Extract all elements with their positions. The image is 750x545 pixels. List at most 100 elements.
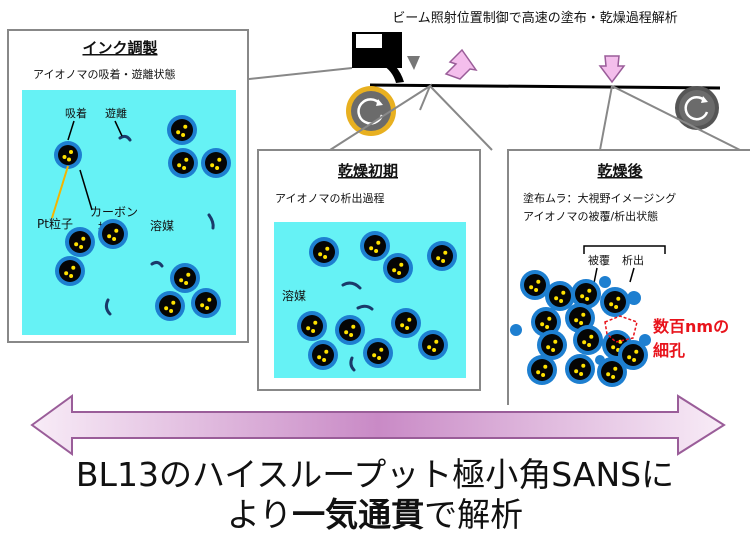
- ionomer-blob: [639, 334, 651, 346]
- panel-ink-subtitle: アイオノマの吸着・遊離状態: [33, 67, 175, 81]
- pt-dot: [179, 278, 184, 283]
- pt-dot: [405, 325, 410, 330]
- pt-dot: [311, 328, 316, 333]
- pore-label-1: 数百nmの: [653, 317, 729, 336]
- label-coating: 被覆: [588, 254, 610, 267]
- coating-bracket: [583, 245, 666, 254]
- pt-dot: [169, 308, 174, 313]
- pt-dot: [81, 236, 86, 241]
- carbon-particle: [54, 141, 82, 169]
- pt-dot: [200, 303, 205, 308]
- pt-dot: [205, 305, 210, 310]
- pt-dot: [324, 349, 329, 354]
- pt-dot: [344, 330, 349, 335]
- pt-dot: [587, 288, 592, 293]
- ionomer-blob: [627, 291, 641, 305]
- pt-dot: [306, 326, 311, 331]
- pt-dot: [217, 157, 222, 162]
- panel-ink-preparation: インク調製 アイオノマの吸着・遊離状態 吸着 遊離 Pt粒子 カーボン 担体 溶…: [7, 29, 249, 343]
- ionomer-strand: [349, 356, 356, 372]
- carbon-particle: [391, 308, 421, 338]
- pt-dot: [574, 369, 579, 374]
- pt-dot: [436, 256, 441, 261]
- carbon-particle: [168, 148, 198, 178]
- pt-dot: [582, 340, 587, 345]
- pt-dot: [183, 124, 188, 129]
- label-solvent-early: 溶媒: [282, 288, 306, 303]
- carbon-particle: [418, 330, 448, 360]
- pt-dot: [69, 273, 74, 278]
- caption-line-2-bold: 一気通貫: [292, 495, 425, 534]
- ionomer-strand: [341, 281, 362, 290]
- pt-dot: [176, 130, 181, 135]
- pt-dot: [554, 296, 559, 301]
- carbon-particle: [573, 325, 603, 355]
- pore-marker: [604, 315, 638, 343]
- coater-head-icon: [352, 32, 420, 83]
- particles-early: [297, 231, 457, 372]
- pt-dot: [62, 155, 67, 159]
- callout-lines: [239, 67, 741, 151]
- carbon-particle: [427, 241, 457, 271]
- pt-dot: [545, 324, 550, 329]
- carbon-particle: [201, 148, 231, 178]
- label-precipitation: 析出: [622, 253, 644, 267]
- pt-dot: [215, 165, 220, 170]
- pt-dot: [579, 371, 584, 376]
- panel-early-subtitle: アイオノマの析出過程: [275, 191, 384, 205]
- panel-after-frame: [507, 149, 750, 405]
- pt-dot: [379, 347, 384, 352]
- process-header: ビーム照射位置制御で高速の塗布・乾燥過程解析: [392, 10, 678, 26]
- pt-dot: [427, 345, 432, 350]
- carbon-particle: [537, 330, 567, 360]
- panel-ink-title: インク調製: [82, 39, 157, 57]
- label-adsorption: 吸着: [65, 106, 87, 120]
- pt-dot: [627, 355, 632, 360]
- pt-dot: [551, 347, 556, 352]
- pt-dot: [392, 268, 397, 273]
- pt-dot: [529, 285, 534, 290]
- pt-dot: [585, 296, 590, 301]
- pt-dot: [443, 250, 448, 255]
- pt-dot: [351, 324, 356, 329]
- pt-dot: [184, 280, 189, 285]
- pt-dot: [541, 372, 546, 377]
- ionomer-strand: [118, 134, 132, 142]
- carbon-particle: [170, 263, 200, 293]
- pt-dot: [325, 246, 330, 251]
- carbon-particle: [531, 307, 561, 337]
- pt-dot: [540, 322, 545, 327]
- pt-dot: [589, 334, 594, 339]
- pt-dot: [407, 317, 412, 322]
- pt-dot: [543, 364, 548, 369]
- caption-line-1: BL13のハイスループット極小角SANSに: [0, 455, 750, 495]
- pt-dot: [581, 363, 586, 368]
- pt-dot: [377, 355, 382, 360]
- pt-dot: [581, 312, 586, 317]
- label-desorption: 遊離: [105, 106, 127, 120]
- carbon-particle: [565, 354, 595, 384]
- pt-dot: [317, 355, 322, 360]
- carbon-particle: [309, 237, 339, 267]
- carbon-particle: [545, 281, 575, 311]
- pt-dot: [372, 353, 377, 358]
- pt-dot: [579, 320, 584, 325]
- pt-dot: [376, 240, 381, 245]
- pt-dot: [177, 163, 182, 168]
- right-roller: [675, 86, 719, 130]
- ionomer-strand: [150, 260, 164, 268]
- pt-dot: [559, 298, 564, 303]
- panel-early-title: 乾燥初期: [338, 162, 398, 180]
- panel-early-drying: 乾燥初期 アイオノマの析出過程 溶媒: [257, 149, 481, 391]
- panel-after-subtitle-1: 塗布ムラ：大視野イメージング: [523, 191, 676, 205]
- caption-line-2-prefix: より: [226, 495, 293, 534]
- pt-dot: [184, 157, 189, 162]
- carbon-particle: [308, 340, 338, 370]
- pt-dot: [434, 339, 439, 344]
- pt-dot: [107, 234, 112, 239]
- pt-dot: [369, 246, 374, 251]
- pointer-arrows-ink: [67, 120, 123, 211]
- caption-line-1-text: BL13のハイスループット極小角SANSに: [75, 455, 675, 494]
- carbon-particle: [98, 219, 128, 249]
